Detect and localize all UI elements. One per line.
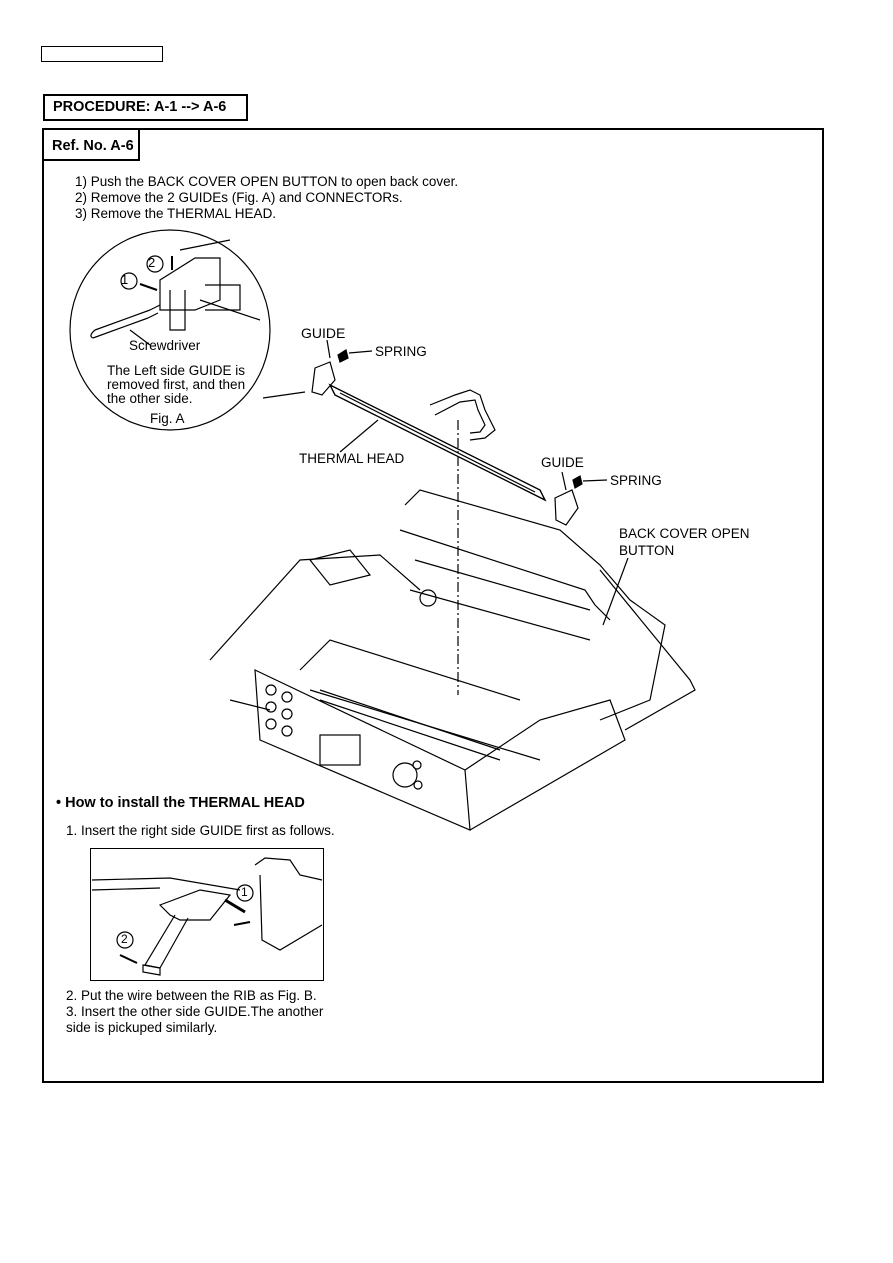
header-blank-box	[41, 46, 163, 62]
procedure-title: PROCEDURE: A-1 --> A-6	[43, 94, 248, 121]
install-step-3b: side is pickuped similarly.	[66, 1020, 218, 1035]
install-title: • How to install the THERMAL HEAD	[56, 795, 305, 811]
fig-a-num-2: 2	[148, 255, 156, 270]
fig-a-num-1: 1	[121, 272, 129, 287]
procedure-frame	[42, 128, 824, 1083]
install-step-1: 1. Insert the right side GUIDE first as …	[66, 823, 335, 838]
install-step-3a: 3. Insert the other side GUIDE.The anoth…	[66, 1004, 324, 1019]
back-cover-label-2: BUTTON	[619, 543, 675, 558]
fig-b-num-2: 2	[121, 932, 128, 946]
thermal-head-label: THERMAL HEAD	[299, 451, 405, 466]
fig-a-note-3: the other side.	[107, 391, 193, 406]
fig-a-note-2: removed first, and then	[107, 377, 246, 392]
ref-number: Ref. No. A-6	[42, 128, 140, 161]
step-2: 2) Remove the 2 GUIDEs (Fig. A) and CONN…	[75, 190, 403, 205]
install-step-2: 2. Put the wire between the RIB as Fig. …	[66, 988, 317, 1003]
back-cover-label-1: BACK COVER OPEN	[619, 526, 750, 541]
spring-right-label: SPRING	[610, 473, 662, 488]
step-3: 3) Remove the THERMAL HEAD.	[75, 206, 277, 221]
fig-a-note-1: The Left side GUIDE is	[107, 363, 246, 378]
fig-b-box	[90, 848, 324, 981]
guide-left-label: GUIDE	[301, 325, 346, 341]
step-1: 1) Push the BACK COVER OPEN BUTTON to op…	[75, 174, 459, 189]
guide-right-label: GUIDE	[541, 455, 584, 470]
screwdriver-label: Screwdriver	[129, 338, 201, 353]
spring-left-label: SPRING	[375, 344, 427, 359]
fig-a-caption: Fig. A	[150, 411, 185, 426]
fig-a-circle	[69, 229, 271, 431]
fig-b-num-1: 1	[241, 885, 248, 899]
